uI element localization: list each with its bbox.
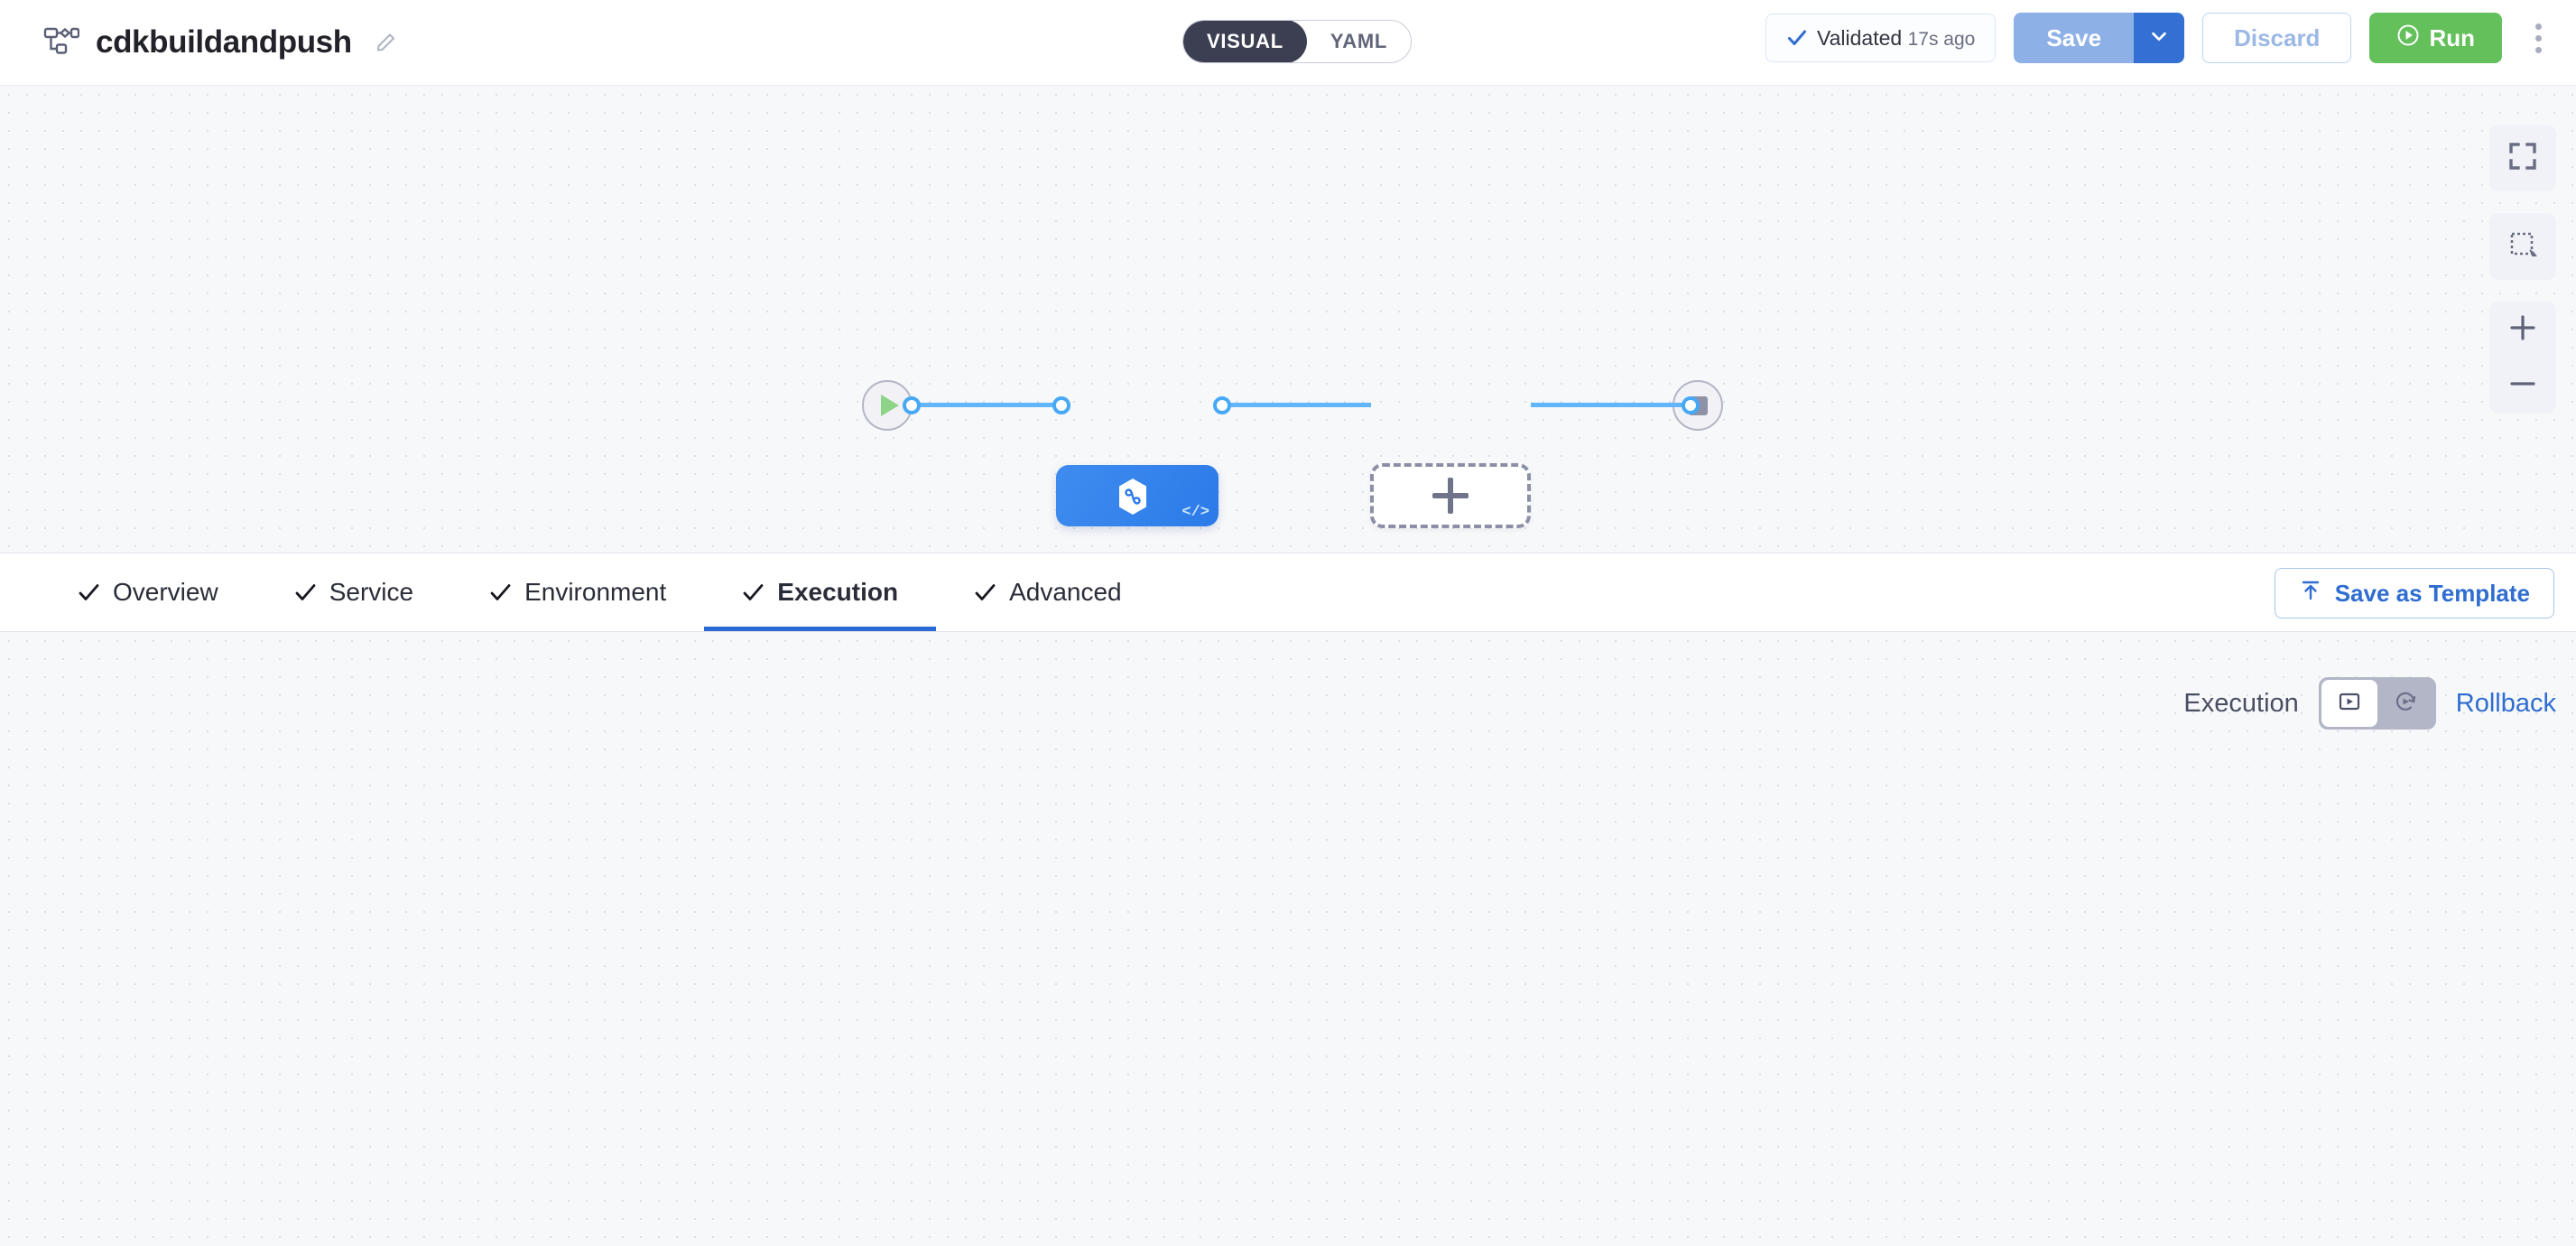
execution-mode-icon <box>2336 688 2363 720</box>
stage-code-badge: </> <box>1181 504 1209 521</box>
tab-yaml[interactable]: YAML <box>1330 30 1387 52</box>
save-button[interactable]: Save <box>2014 13 2135 63</box>
tab-advanced[interactable]: Advanced <box>936 553 1160 631</box>
check-icon <box>742 581 764 604</box>
header-left-group: cdkbuildandpush <box>0 23 398 61</box>
save-button-group: Save <box>2014 13 2185 63</box>
tab-list: Overview Service Environment Execution A… <box>0 553 1160 631</box>
ckd-input-port[interactable] <box>1052 396 1070 414</box>
check-icon <box>294 581 317 604</box>
validated-label: Validated <box>1817 25 1903 50</box>
config-tabbar: Overview Service Environment Execution A… <box>0 553 2576 632</box>
zoom-in-icon <box>2507 312 2538 348</box>
pencil-icon[interactable] <box>374 31 398 55</box>
play-icon <box>880 395 899 416</box>
canvas-toolbar <box>2489 125 2556 414</box>
zoom-in-button[interactable] <box>2489 302 2556 358</box>
fit-to-screen-button[interactable] <box>2489 125 2556 191</box>
pipeline-stage-canvas[interactable]: </> ckd Add Stage <box>0 86 2576 553</box>
discard-button[interactable]: Discard <box>2202 13 2352 63</box>
status-badge: Validated 17s ago <box>1765 14 1997 62</box>
save-as-template-button[interactable]: Save as Template <box>2274 568 2554 618</box>
run-button-label: Run <box>2429 23 2475 51</box>
pipeline-icon <box>42 23 80 61</box>
upload-template-icon <box>2299 579 2322 609</box>
tab-label: Execution <box>777 578 899 606</box>
kebab-menu-icon[interactable] <box>2520 13 2556 63</box>
ckd-output-port[interactable] <box>1213 396 1231 414</box>
chevron-down-icon <box>2149 26 2169 51</box>
execution-steps-canvas[interactable]: build </> <box>0 632 2576 1246</box>
check-icon <box>78 581 100 604</box>
execution-rollback-switcher: Execution Rollback <box>2183 677 2556 730</box>
edge-start-to-ckd <box>912 403 1061 407</box>
save-as-template-label: Save as Template <box>2334 579 2530 607</box>
tab-visual[interactable]: VISUAL <box>1183 21 1307 62</box>
edge-addstage-to-end <box>1531 403 1689 407</box>
validated-timestamp: 17s ago <box>1907 28 1976 50</box>
execution-mode-label: Execution <box>2183 688 2299 718</box>
tab-overview[interactable]: Overview <box>40 553 256 631</box>
rollback-mode-button[interactable] <box>2377 680 2433 727</box>
check-icon <box>489 581 512 604</box>
execution-mode-button[interactable] <box>2321 680 2377 727</box>
play-circle-icon <box>2396 23 2420 53</box>
header-actions: Validated 17s ago Save Discard <box>1765 13 2556 63</box>
tab-environment[interactable]: Environment <box>451 553 704 631</box>
plus-icon <box>1432 478 1469 514</box>
zoom-controls <box>2489 302 2556 414</box>
tab-label: Overview <box>113 578 218 606</box>
run-button[interactable]: Run <box>2369 13 2502 63</box>
stage-node-ckd[interactable]: </> <box>1056 465 1219 526</box>
end-input-port[interactable] <box>1682 396 1700 414</box>
tab-label: Environment <box>524 578 667 606</box>
zoom-out-button[interactable] <box>2489 358 2556 414</box>
rollback-mode-icon <box>2392 688 2419 720</box>
check-icon <box>974 581 996 604</box>
tab-execution[interactable]: Execution <box>704 553 936 631</box>
save-dropdown-button[interactable] <box>2134 13 2185 63</box>
tab-label: Advanced <box>1009 578 1122 606</box>
add-stage-button[interactable] <box>1370 463 1531 528</box>
harness-hexagon-icon <box>1112 476 1154 517</box>
rollback-mode-label[interactable]: Rollback <box>2455 688 2556 718</box>
fit-to-screen-icon <box>2507 141 2538 176</box>
page-title: cdkbuildandpush <box>96 24 352 60</box>
zoom-out-icon <box>2507 368 2538 404</box>
mode-toggle-group <box>2318 677 2436 730</box>
view-mode-toggle[interactable]: VISUAL YAML <box>1182 20 1412 63</box>
tab-service[interactable]: Service <box>256 553 451 631</box>
check-icon <box>1786 27 1808 49</box>
edge-ckd-to-addstage <box>1222 403 1371 407</box>
selection-box-button[interactable] <box>2489 213 2556 280</box>
tab-label: Service <box>329 578 414 606</box>
app-header: cdkbuildandpush VISUAL YAML Validated 17… <box>0 0 2576 86</box>
start-output-port[interactable] <box>903 396 921 414</box>
selection-box-icon <box>2507 229 2538 265</box>
